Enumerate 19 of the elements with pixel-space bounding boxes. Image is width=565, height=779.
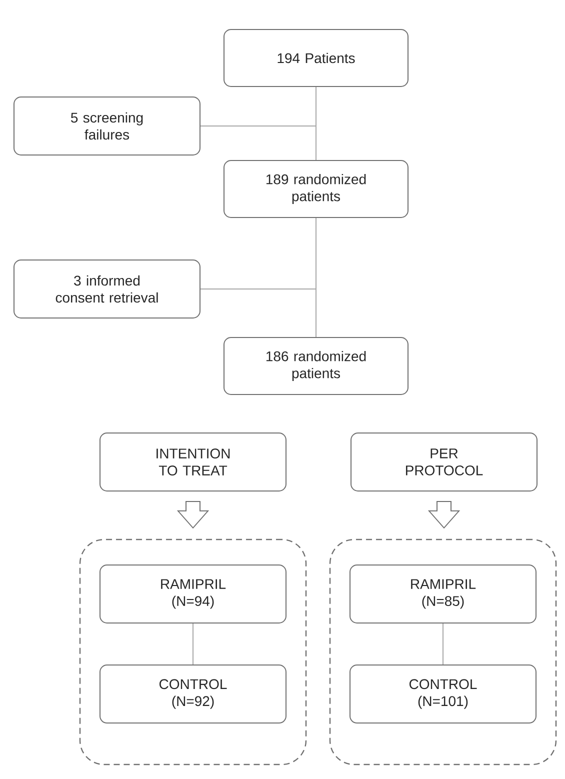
process-box: INTENTION TO TREAT [100,432,286,492]
connector-line [200,218,316,290]
process-box: CONTROL (N=101) [350,664,536,724]
process-box: 5 screening failures [14,96,200,156]
connector-line [200,86,316,126]
process-box: 194 Patients [224,29,408,87]
group-frame [329,538,557,766]
process-box: PER PROTOCOL [350,432,538,492]
block-arrow [176,501,210,529]
connector-line [192,623,194,665]
process-box: RAMIPRIL (N=85) [350,564,536,624]
process-box: 186 randomized patients [224,337,408,395]
process-box: CONTROL (N=92) [100,664,286,724]
process-box: 189 randomized patients [224,160,408,218]
process-box: RAMIPRIL (N=94) [100,564,286,624]
block-arrow [428,501,460,529]
group-frame [79,538,307,766]
process-box: 3 informed consent retrieval [14,260,200,318]
connector-line [442,623,444,665]
